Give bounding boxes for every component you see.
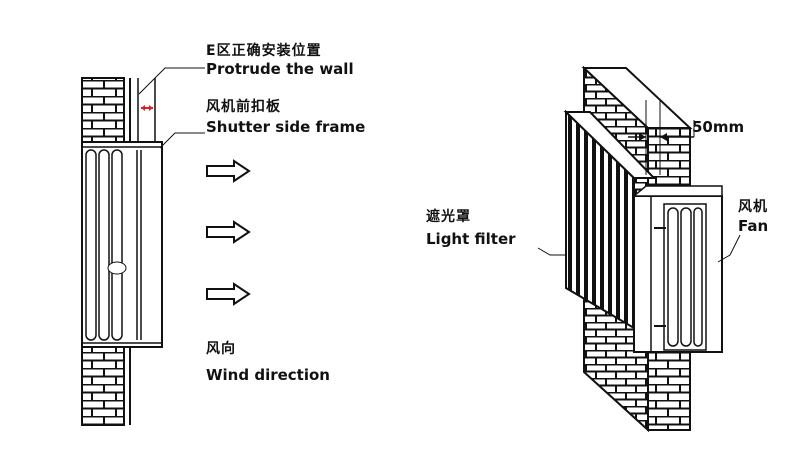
brick-wall-lower [81,346,125,426]
protrude-marker-icon [141,105,153,111]
wind-label-cn: 风向 [206,341,236,357]
left-diagram [81,67,251,426]
shutter-label-cn: 风机前扣板 [206,99,281,115]
light-filter-label-en: Light filter [426,230,516,248]
right-diagram [537,65,741,433]
brick-wall-upper [81,77,125,143]
dimension-label: 50mm [692,118,745,136]
fan-label-en: Fan [738,217,769,235]
dimension-arrow-icon [628,100,695,175]
fan-label-cn: 风机 [738,199,768,215]
light-filter-label-cn: 遮光罩 [426,209,471,225]
airflow-arrow-icon [206,159,251,306]
e-zone-label-cn: E区正确安装位置 [206,43,322,59]
wind-label-en: Wind direction [206,366,330,384]
protrude-label-en: Protrude the wall [206,60,354,78]
shutter-label-en: Shutter side frame [206,118,366,136]
